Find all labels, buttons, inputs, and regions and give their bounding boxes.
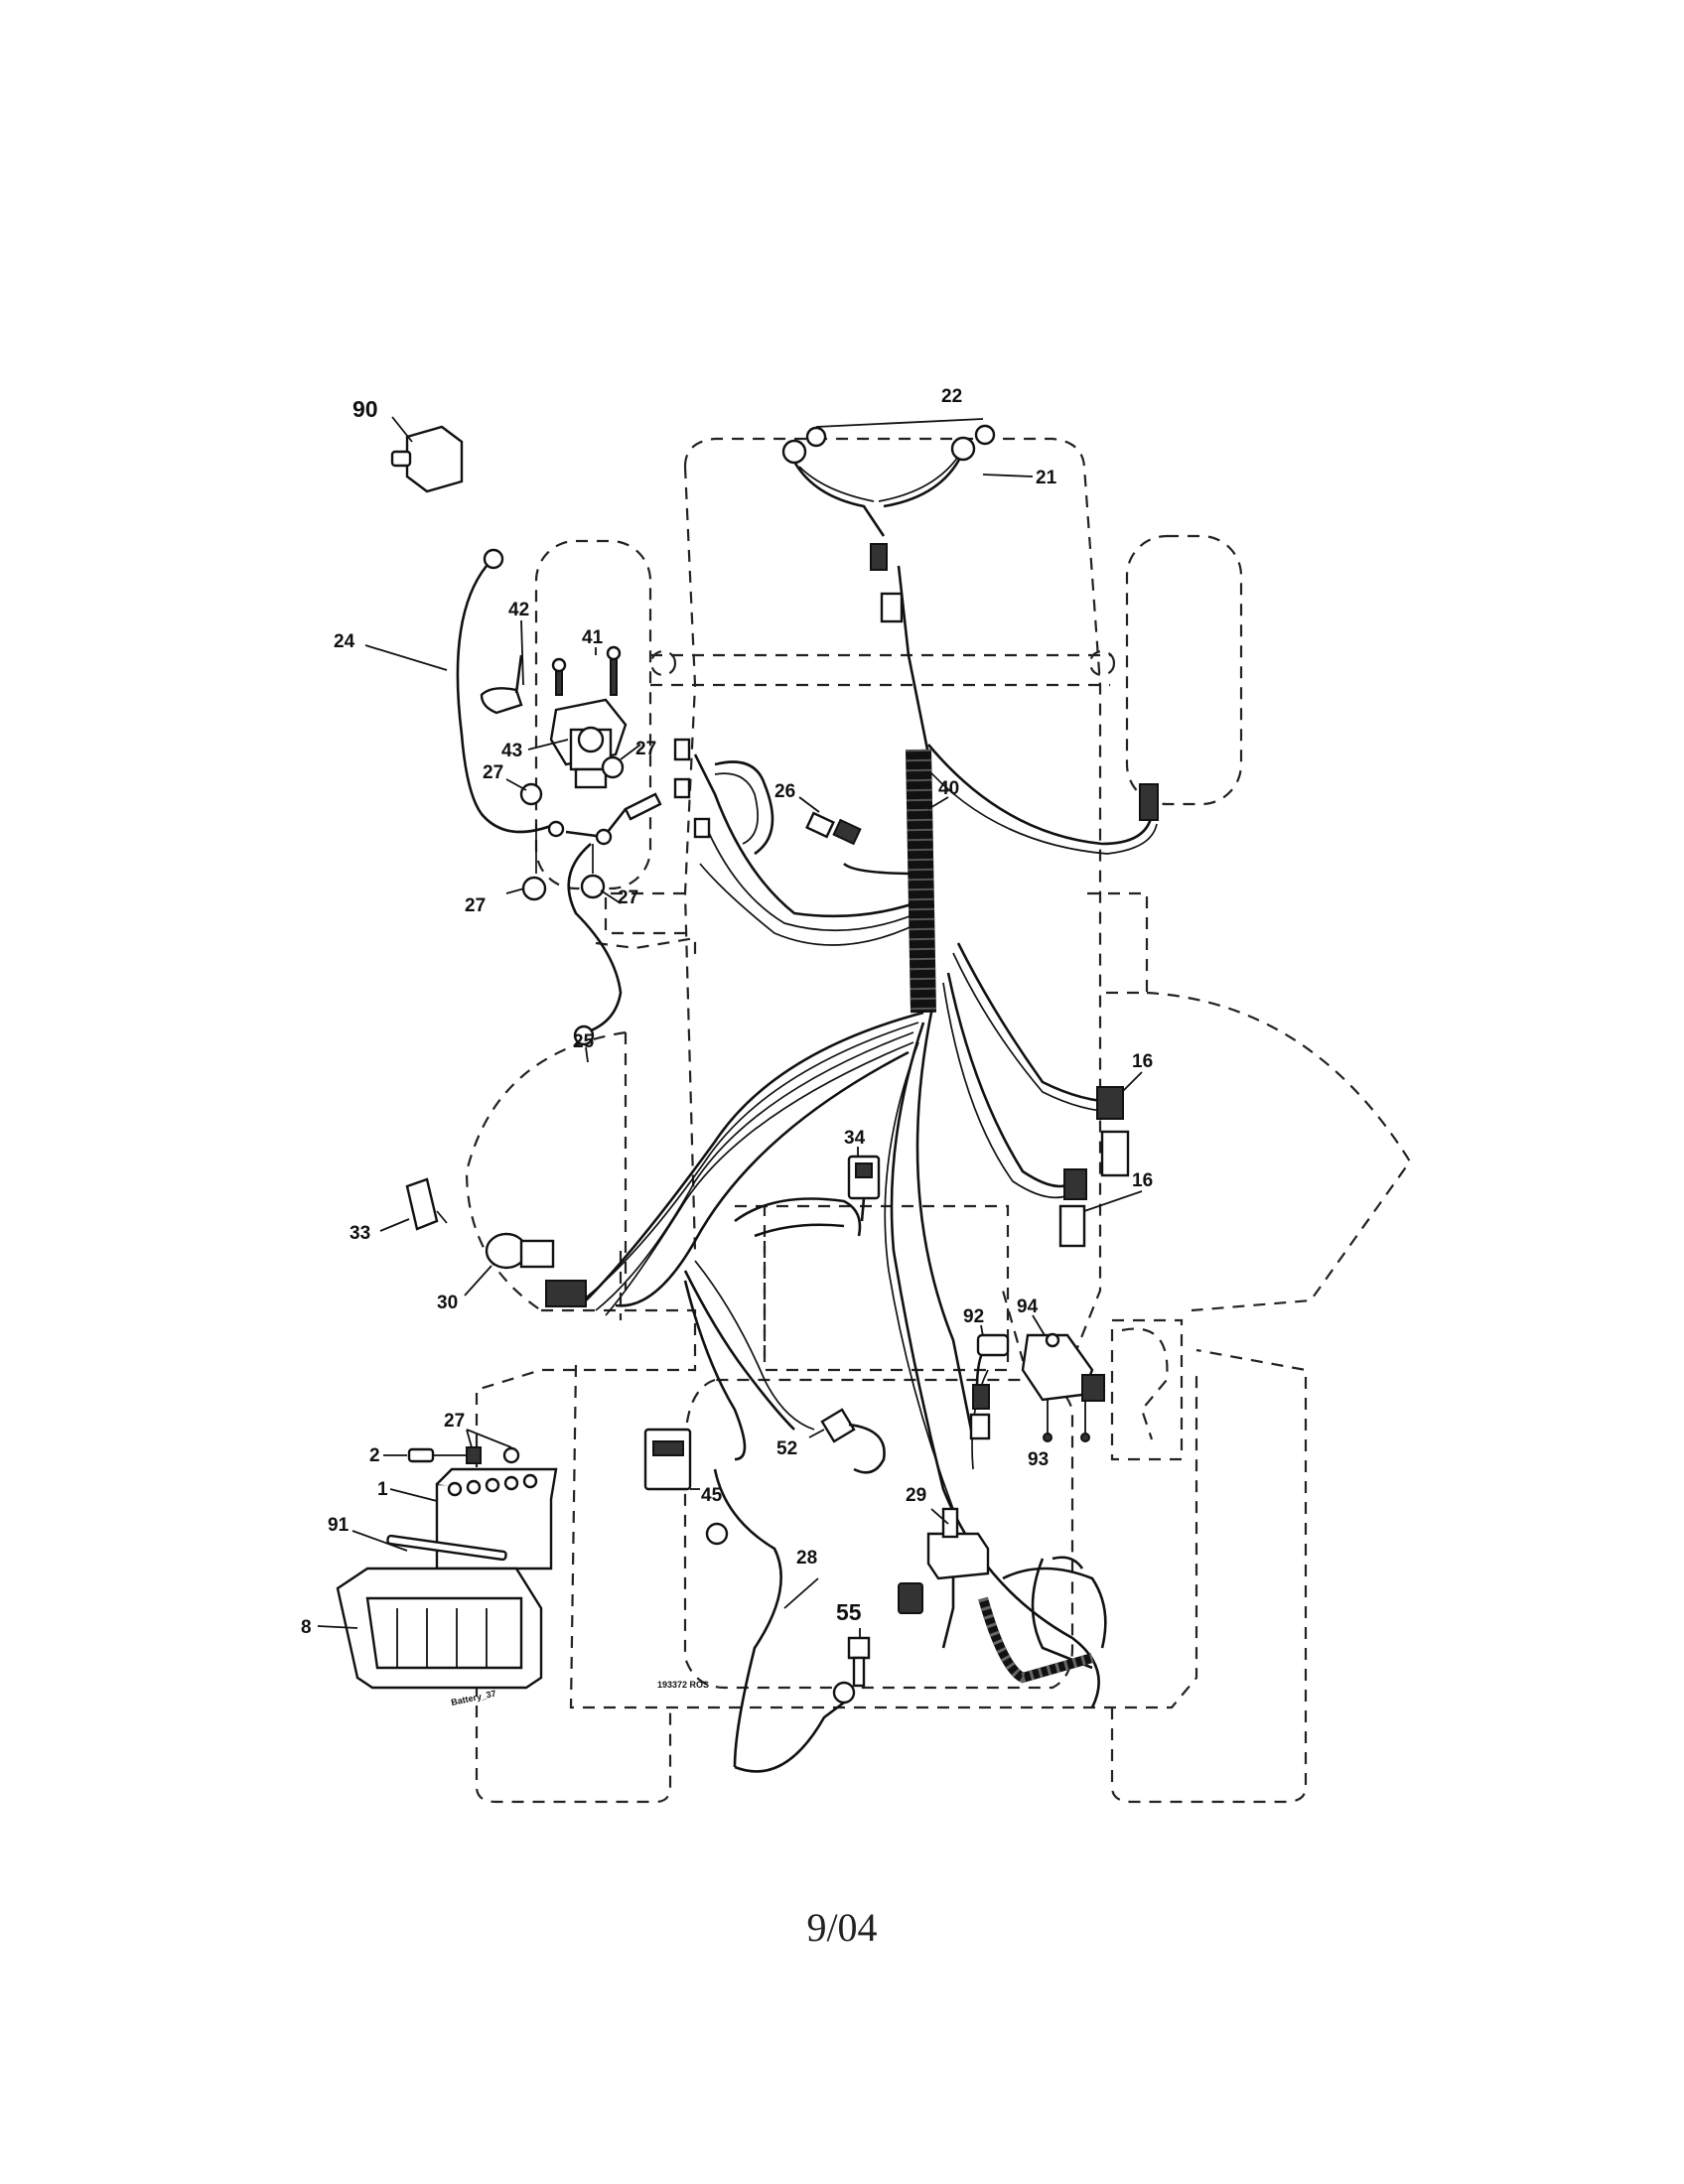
callout-27-a: 27 bbox=[483, 762, 503, 783]
callout-92: 92 bbox=[963, 1306, 984, 1327]
callout-29: 29 bbox=[906, 1485, 926, 1506]
callout-93: 93 bbox=[1028, 1449, 1049, 1470]
starter-solenoid-area bbox=[456, 548, 662, 1046]
callout-52: 52 bbox=[776, 1438, 797, 1459]
callout-27-d: 27 bbox=[618, 887, 638, 908]
callout-34: 34 bbox=[844, 1128, 866, 1149]
callout-16-a: 16 bbox=[1132, 1051, 1153, 1072]
callout-8: 8 bbox=[301, 1617, 312, 1638]
callout-94: 94 bbox=[1017, 1297, 1039, 1317]
part-90 bbox=[390, 425, 464, 493]
callout-28: 28 bbox=[796, 1548, 817, 1569]
callout-labels: 90 22 21 24 42 41 43 27 27 27 27 26 40 2… bbox=[301, 386, 1153, 1638]
callout-27-e: 27 bbox=[444, 1411, 465, 1432]
callout-25: 25 bbox=[573, 1031, 595, 1052]
callout-27-b: 27 bbox=[635, 739, 656, 759]
callout-27-c: 27 bbox=[465, 895, 486, 916]
callout-24: 24 bbox=[334, 631, 355, 652]
callout-40: 40 bbox=[938, 778, 959, 799]
ignition-switch-30 bbox=[485, 1232, 587, 1307]
switch-34 bbox=[847, 1155, 881, 1222]
callout-91: 91 bbox=[328, 1515, 350, 1536]
harness-wires bbox=[575, 565, 1158, 1708]
callout-1: 1 bbox=[377, 1479, 388, 1500]
battery-assembly bbox=[336, 1446, 558, 1690]
callout-45: 45 bbox=[701, 1485, 723, 1506]
lower-coil-cable bbox=[978, 1596, 1094, 1684]
harness-terminals bbox=[673, 738, 1159, 846]
callout-41: 41 bbox=[582, 627, 604, 648]
drawing-number: 193372 ROS bbox=[657, 1680, 709, 1690]
callout-26: 26 bbox=[774, 781, 795, 802]
callout-90: 90 bbox=[352, 396, 378, 422]
fuse-33 bbox=[405, 1177, 448, 1231]
leader-lines bbox=[317, 416, 1143, 1638]
callout-22: 22 bbox=[941, 386, 962, 407]
headlight-harness bbox=[781, 424, 996, 623]
callout-43: 43 bbox=[501, 741, 522, 761]
callout-30: 30 bbox=[437, 1293, 458, 1313]
callout-55: 55 bbox=[836, 1599, 862, 1625]
callout-42: 42 bbox=[508, 600, 529, 620]
switch-connectors-16 bbox=[1058, 1086, 1130, 1248]
lower-components bbox=[643, 1408, 1084, 1773]
callout-33: 33 bbox=[350, 1223, 370, 1244]
module-94 bbox=[969, 1332, 1105, 1442]
callout-2: 2 bbox=[369, 1445, 380, 1466]
battery-label: Battery_37 bbox=[450, 1689, 496, 1707]
harness-conduit-coil bbox=[906, 749, 936, 1014]
footer-date: 9/04 bbox=[806, 1905, 878, 1950]
tractor-outline bbox=[465, 437, 1412, 1804]
callout-21: 21 bbox=[1036, 468, 1057, 488]
callout-16-b: 16 bbox=[1132, 1170, 1153, 1191]
